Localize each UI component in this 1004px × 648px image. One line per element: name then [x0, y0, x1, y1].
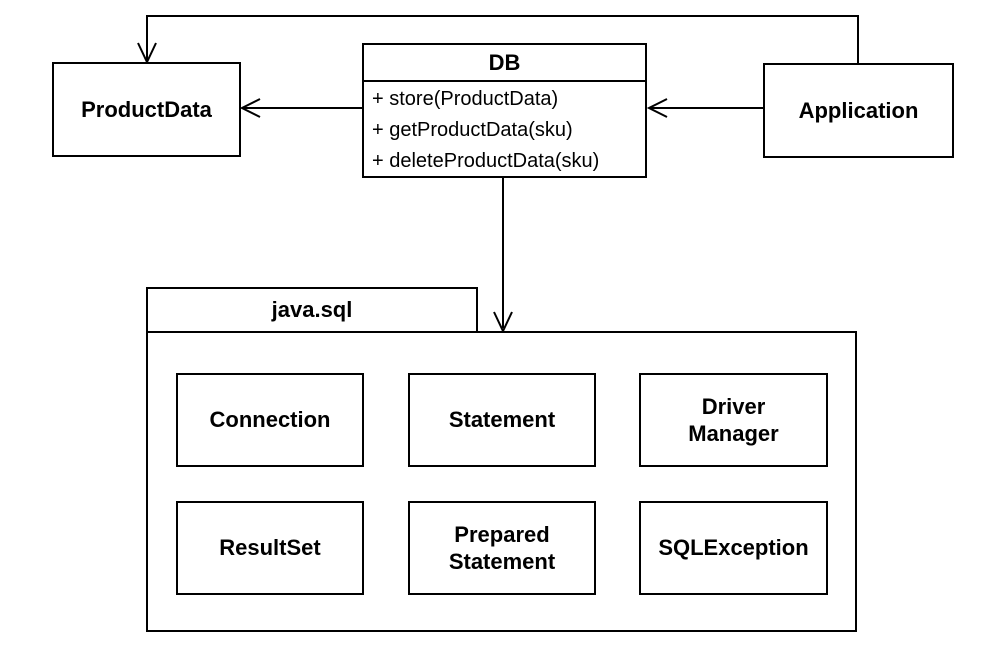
- class-db-header: DB: [364, 45, 645, 82]
- package-javasql-tab: java.sql: [146, 287, 478, 331]
- package-javasql-label: java.sql: [271, 297, 353, 322]
- class-preparedstatement: Prepared Statement: [408, 501, 596, 595]
- arrow-application-to-productdata-line: [146, 15, 859, 63]
- class-drivermanager-label: Driver Manager: [688, 393, 779, 447]
- db-method-deleteproductdata: + deleteProductData(sku): [372, 150, 600, 172]
- class-db: DB + store(ProductData) + getProductData…: [362, 43, 647, 178]
- db-method-store: + store(ProductData): [372, 88, 559, 110]
- class-sqlexception: SQLException: [639, 501, 828, 595]
- class-db-label: DB: [488, 49, 521, 75]
- class-connection: Connection: [176, 373, 364, 467]
- class-drivermanager: Driver Manager: [639, 373, 828, 467]
- arrow-db-to-productdata-head: [239, 98, 261, 118]
- class-statement: Statement: [408, 373, 596, 467]
- db-method-getproductdata: + getProductData(sku): [372, 119, 573, 141]
- arrow-application-to-db-head: [646, 98, 668, 118]
- class-productdata-label: ProductData: [81, 96, 212, 122]
- class-statement-label: Statement: [448, 407, 556, 433]
- class-connection-label: Connection: [209, 407, 331, 433]
- class-db-methods: + store(ProductData) + getProductData(sk…: [364, 82, 645, 177]
- class-resultset: ResultSet: [176, 501, 364, 595]
- class-productdata: ProductData: [52, 62, 241, 157]
- class-sqlexception-label: SQLException: [658, 535, 809, 561]
- class-application: Application: [763, 63, 954, 158]
- class-preparedstatement-label: Prepared Statement: [448, 521, 556, 575]
- class-application-label: Application: [798, 97, 919, 123]
- class-resultset-label: ResultSet: [219, 535, 321, 561]
